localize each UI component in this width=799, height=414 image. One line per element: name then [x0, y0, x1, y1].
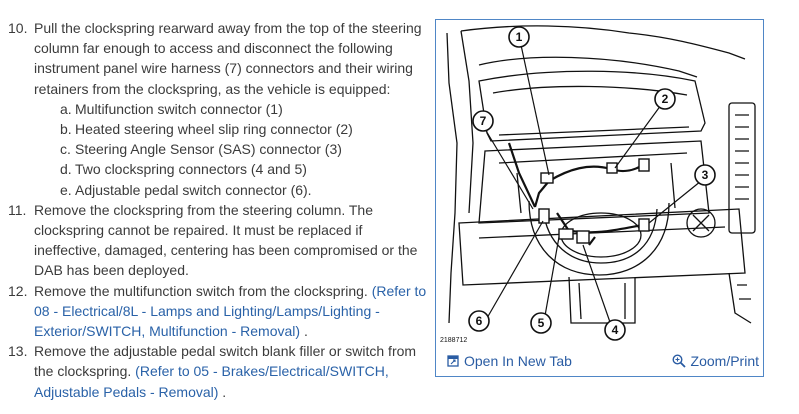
step-11: 11. Remove the clockspring from the stee… [0, 200, 430, 281]
zoom-print-label: Zoom/Print [690, 353, 759, 369]
open-in-new-tab-button[interactable]: Open In New Tab [447, 353, 572, 369]
refer-link-adjustable-pedals[interactable]: (Refer to 05 - Brakes/Electrical/SWITCH,… [34, 363, 389, 400]
step-text: Remove the adjustable pedal switch blank… [34, 343, 417, 380]
list-item: b.Heated steering wheel slip ring connec… [60, 121, 353, 138]
callout-label: 5 [538, 316, 545, 330]
figure-id: 2188712 [440, 337, 467, 344]
step-13: 13. Remove the adjustable pedal switch b… [8, 343, 417, 400]
connector-list: a.Multifunction switch connector (1) b.H… [34, 99, 430, 200]
callout-circle [468, 310, 490, 332]
callout-label: 6 [476, 314, 483, 328]
step-text: Remove the clockspring from the steering… [34, 201, 418, 279]
procedure-steps: 10. Pull the clockspring rearward away f… [0, 18, 430, 402]
clockspring-illustration: 1 2 3 4 5 6 7 2188712 [440, 25, 756, 344]
callout-label: 7 [480, 114, 487, 128]
callout-label: 3 [702, 168, 709, 182]
refer-link-multifunction-switch[interactable]: (Refer to 08 - Electrical/8L - Lamps and… [34, 282, 427, 340]
callout-circle [530, 312, 552, 334]
step-number: 11. [8, 201, 27, 218]
list-item: d.Two clockspring connectors (4 and 5) [60, 161, 307, 178]
figure-footer: Open In New Tab Zoom/Print [436, 349, 763, 375]
callout-circle [508, 26, 530, 48]
step-number: 13. [8, 343, 28, 360]
callout-label: 1 [516, 30, 523, 44]
list-item: c.Steering Angle Sensor (SAS) connector … [60, 141, 342, 158]
callout-label: 2 [662, 92, 669, 106]
callout-circle [604, 319, 626, 341]
list-item: a.Multifunction switch connector (1) [60, 100, 283, 117]
zoom-icon [672, 354, 686, 368]
step-number: 10. [8, 20, 28, 36]
callout-label: 4 [612, 323, 619, 337]
step-12: 12. Remove the multifunction switch from… [8, 282, 427, 340]
open-in-new-tab-label: Open In New Tab [464, 353, 572, 369]
step-10: 10. Pull the clockspring rearward away f… [0, 18, 430, 200]
step-number: 12. [8, 282, 28, 299]
step-text: Remove the multifunction switch from the… [34, 282, 372, 299]
callout-circle [472, 110, 494, 132]
callout-circle [654, 88, 676, 110]
new-tab-icon [447, 355, 459, 367]
callout-circle [694, 164, 716, 186]
zoom-print-button[interactable]: Zoom/Print [672, 353, 759, 369]
illustration-panel: 1 2 3 4 5 6 7 2188712 Open In New Tab Z [435, 19, 764, 377]
step-text: Pull the clockspring rearward away from … [34, 20, 422, 97]
list-item: e.Adjustable pedal switch connector (6). [60, 181, 312, 198]
